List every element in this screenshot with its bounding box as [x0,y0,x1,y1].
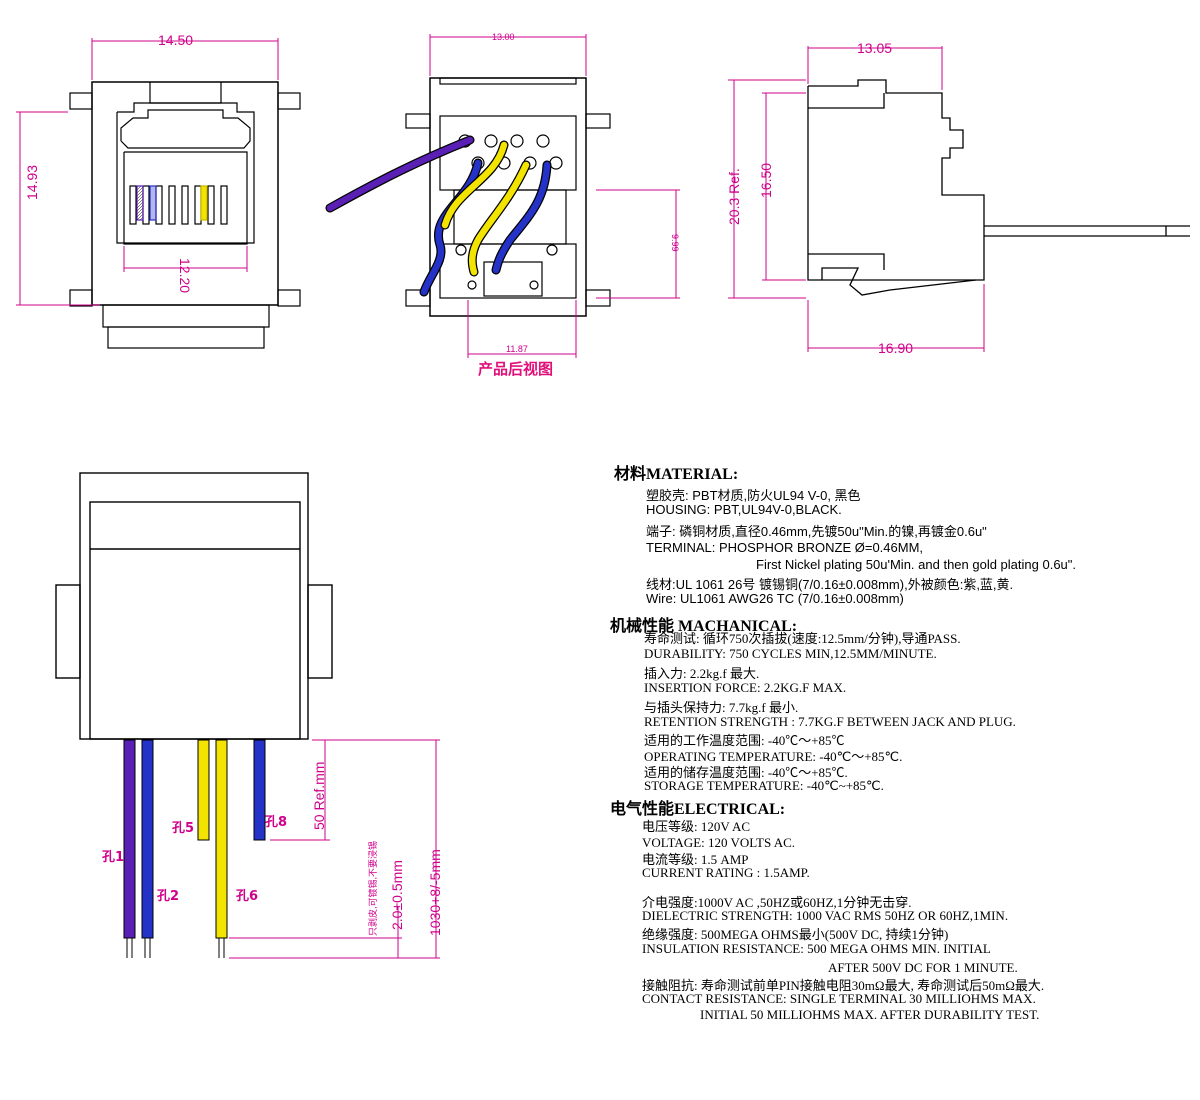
mechanical-line: STORAGE TEMPERATURE: -40℃~+85℃. [644,778,884,793]
rear-height-label: 9.99 [670,234,680,252]
side-bottom-label: 16.90 [878,340,913,356]
rear-width-label: 13.00 [492,32,515,42]
wire-leads [123,739,266,958]
pin2-label: 孔2 [157,889,179,904]
material-line: 端子: 磷铜材质,直径0.46mm,先镀50u"Min.的镍,再镀金0.6u" [646,524,987,539]
side-ref-label: 20.3 Ref. [726,168,742,225]
material-line: First Nickel plating 50u'Min. and then g… [756,557,1077,572]
mechanical-line: 适用的工作温度范围: -40℃～+85℃ [644,733,845,748]
electrical-line: INITIAL 50 MILLIOHMS MAX. AFTER DURABILI… [700,1007,1040,1022]
mechanical-line: INSERTION FORCE: 2.2KG.F MAX. [644,680,847,695]
front-view [69,81,301,349]
electrical-line: DIELECTRIC STRENGTH: 1000 VAC RMS 50HZ O… [642,908,1009,923]
wire-total-label: 1030+8/-5mm [427,849,443,936]
wire-view [55,472,333,740]
front-height-label: 14.93 [24,165,40,200]
mechanical-line: 插入力: 2.2kg.f 最大. [644,666,760,681]
electrical-line: CONTACT RESISTANCE: SINGLE TERMINAL 30 M… [642,991,1036,1006]
material-line: 塑胶壳: PBT材质,防火UL94 V-0, 黑色 [646,488,861,503]
electrical-line: INSULATION RESISTANCE: 500 MEGA OHMS MIN… [642,941,991,956]
rear-wires [325,135,552,297]
mechanical-line: OPERATING TEMPERATURE: -40℃～+85℃. [644,749,903,764]
electrical-line: 电压等级: 120V AC [642,819,751,834]
wire-length-label: 50 Ref.mm [311,762,327,830]
side-dimensions [728,46,985,352]
material-line: 线材:UL 1061 26号 镀锡铜(7/0.16±0.008mm),外被颜色:… [646,577,1014,592]
mechanical-line: DURABILITY: 750 CYCLES MIN,12.5MM/MINUTE… [644,646,937,661]
electrical-title: 电气性能ELECTRICAL: [610,801,786,818]
rear-dimensions [429,34,680,358]
pin8-label: 孔8 [265,815,287,830]
mechanical-line: 适用的储存温度范围: -40℃～+85℃. [644,765,848,780]
material-line: TERMINAL: PHOSPHOR BRONZE Ø=0.46MM, [646,540,924,555]
electrical-line: AFTER 500V DC FOR 1 MINUTE. [828,960,1018,975]
pin5-label: 孔5 [172,821,194,836]
rear-view-caption: 产品后视图 [478,360,553,378]
electrical-line: 接触阻抗: 寿命测试前单PIN接触电阻30mΩ最大, 寿命测试后50mΩ最大. [642,978,1045,993]
wire-strip-note: 只剥皮,可镀锡,不要浸锡 [367,841,378,936]
side-height-label: 16.50 [758,163,774,198]
material-title: 材料MATERIAL: [614,466,739,483]
mechanical-line: 与插头保持力: 7.7kg.f 最小. [644,700,799,715]
mechanical-title: 机械性能 MACHANICAL: [610,618,798,635]
mechanical-line: RETENTION STRENGTH : 7.7KG.F BETWEEN JAC… [644,714,1016,729]
material-line: Wire: UL1061 AWG26 TC (7/0.16±0.008mm) [646,591,904,606]
electrical-line: CURRENT RATING : 1.5AMP. [642,865,810,880]
front-dimensions [16,38,279,306]
mechanical-line: 寿命测试: 循环750次插拔(速度:12.5mm/分钟),导通PASS. [644,631,961,646]
side-width-label: 13.05 [857,40,892,56]
front-inner-label: 12.20 [177,258,193,293]
front-width-label: 14.50 [158,32,193,48]
wire-dimensions [229,739,440,959]
pin6-label: 孔6 [236,889,258,904]
electrical-line: 电流等级: 1.5 AMP [642,852,749,867]
electrical-line: 绝缘强度: 500MEGA OHMS最小(500V DC, 持续1分钟) [642,927,949,942]
electrical-line: VOLTAGE: 120 VOLTS AC. [642,835,796,850]
material-line: HOUSING: PBT,UL94V-0,BLACK. [646,502,842,517]
electrical-line: 介电强度:1000V AC ,50HZ或60HZ,1分钟无击穿. [642,895,912,910]
rear-bottom-label: 11.87 [506,344,528,354]
wire-strip-label: 2.0±0.5mm [389,860,405,930]
side-view [807,79,1190,296]
pin1-label: 孔1 [102,850,124,865]
